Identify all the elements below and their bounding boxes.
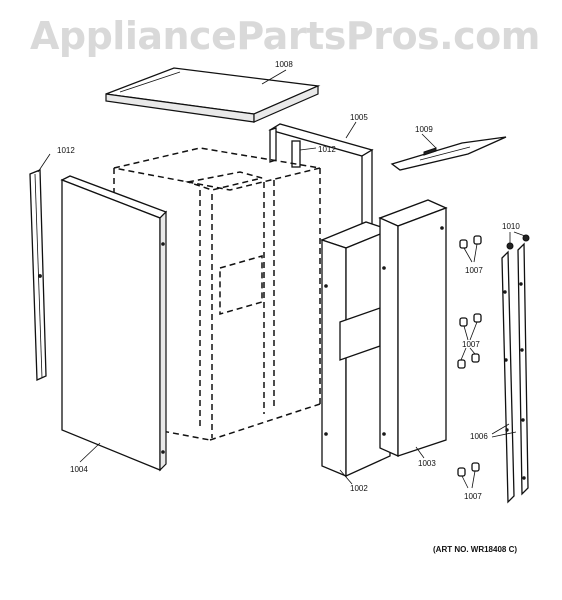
callout-1004: 1004 — [70, 465, 88, 474]
rear-side-panel-part — [378, 199, 448, 458]
callout-1002: 1002 — [350, 484, 368, 493]
right-side-panel-part — [320, 221, 392, 478]
callout-1007-middle: 1007 — [462, 340, 480, 349]
callout-1008: 1008 — [275, 60, 293, 69]
left-post-part — [29, 169, 47, 381]
small-post-part — [291, 140, 301, 168]
watermark: AppliancePartsPros.com — [30, 14, 540, 58]
callout-labels: 1008 1005 1009 1012 1012 1010 1007 1007 … — [57, 60, 520, 501]
callout-1009: 1009 — [415, 125, 433, 134]
callout-1012-post: 1012 — [318, 145, 336, 154]
callout-1007-bottom: 1007 — [464, 492, 482, 501]
callout-1007-top: 1007 — [465, 266, 483, 275]
clip-parts — [457, 235, 482, 477]
callout-1005: 1005 — [350, 113, 368, 122]
art-number: (ART NO. WR18408 C) — [433, 545, 518, 554]
trim-strip-part — [501, 242, 529, 504]
callout-1003: 1003 — [418, 459, 436, 468]
callout-1012-left: 1012 — [57, 146, 75, 155]
callout-1006: 1006 — [470, 432, 488, 441]
callout-1010: 1010 — [502, 222, 520, 231]
top-cover-part — [105, 67, 321, 123]
left-side-panel-part — [60, 175, 168, 472]
leader-lines — [37, 69, 526, 489]
top-bracket-part — [390, 136, 507, 171]
